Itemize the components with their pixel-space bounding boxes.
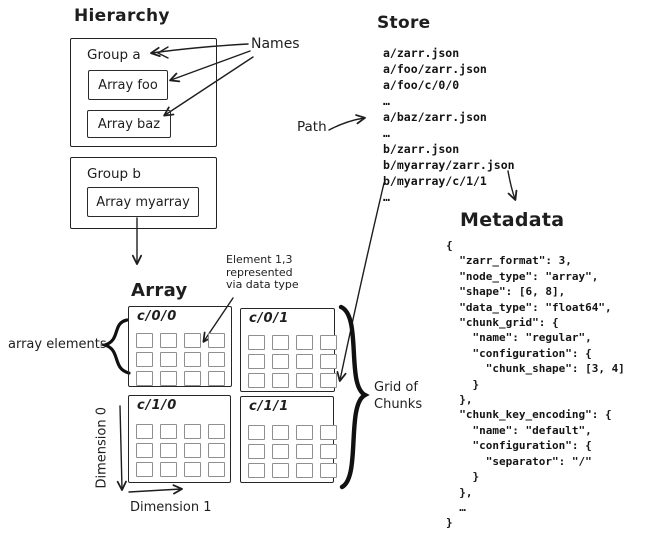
metadata-json-block: { "zarr_format": 3, "node_type": "array"… — [446, 239, 625, 530]
array-foo-label: Array foo — [98, 77, 158, 93]
array-element-cell — [208, 352, 225, 367]
chunk-c-1-0: c/1/0 — [128, 395, 231, 483]
array-element-cell — [208, 462, 225, 477]
store-title: Store — [377, 13, 431, 33]
array-element-cell — [184, 352, 201, 367]
arrow-dimension-1 — [128, 484, 183, 495]
array-element-cell — [136, 352, 153, 367]
array-element-cell — [160, 462, 177, 477]
array-title: Array — [131, 280, 188, 301]
chunk-c-0-1: c/0/1 — [240, 308, 337, 392]
array-element-cell — [272, 444, 289, 459]
arrow-path-to-store — [328, 114, 366, 131]
array-element-cell — [320, 463, 337, 478]
array-foo-node: Array foo — [88, 70, 168, 100]
array-element-cell — [184, 424, 201, 439]
array-element-cell — [248, 444, 265, 459]
group-a-box: Group a — [70, 38, 217, 147]
element-note: Element 1,3 represented via data type — [226, 253, 299, 291]
group-a-label: Group a — [87, 47, 141, 63]
array-element-cell — [320, 335, 337, 350]
chunk-c-1-0-label: c/1/0 — [137, 398, 178, 413]
chunk-c-0-0-label: c/0/0 — [137, 309, 178, 324]
array-element-cell — [136, 371, 153, 386]
store-entries-list: a/zarr.json a/foo/zarr.json a/foo/c/0/0 … — [383, 46, 515, 204]
array-element-cell — [208, 443, 225, 458]
array-element-cell — [184, 371, 201, 386]
chunk-c-1-1-elements — [248, 425, 337, 478]
array-baz-label: Array baz — [97, 116, 161, 132]
array-element-cell — [208, 371, 225, 386]
array-element-cell — [296, 335, 313, 350]
array-element-cell — [320, 425, 337, 440]
names-label: Names — [251, 36, 300, 52]
group-b-label: Group b — [87, 166, 141, 182]
chunk-c-0-1-label: c/0/1 — [249, 311, 290, 326]
array-elements-label: array elements — [8, 337, 107, 352]
array-element-cell — [296, 444, 313, 459]
chunk-c-1-1-label: c/1/1 — [249, 399, 290, 414]
array-element-cell — [208, 333, 225, 348]
dimension-1-label: Dimension 1 — [130, 500, 212, 515]
array-element-cell — [184, 443, 201, 458]
array-element-cell — [296, 373, 313, 388]
metadata-title: Metadata — [460, 209, 565, 231]
array-element-cell — [160, 371, 177, 386]
array-baz-node: Array baz — [87, 110, 171, 138]
hierarchy-title: Hierarchy — [74, 6, 170, 26]
array-element-cell — [136, 443, 153, 458]
array-myarray-node: Array myarray — [87, 187, 199, 217]
array-element-cell — [272, 335, 289, 350]
chunk-c-0-0-elements — [136, 333, 225, 386]
path-label: Path — [297, 119, 327, 135]
array-element-cell — [272, 463, 289, 478]
chunk-c-1-0-elements — [136, 424, 225, 477]
array-element-cell — [248, 463, 265, 478]
array-element-cell — [320, 373, 337, 388]
group-b-box: Group b — [70, 157, 217, 229]
array-element-cell — [136, 333, 153, 348]
dimension-0-label: Dimension 0 — [94, 406, 110, 489]
array-element-cell — [136, 424, 153, 439]
chunk-c-0-1-elements — [248, 335, 337, 388]
array-element-cell — [248, 425, 265, 440]
array-element-cell — [248, 373, 265, 388]
grid-of-chunks-brace — [338, 304, 370, 490]
arrow-dimension-0 — [116, 405, 127, 491]
array-element-cell — [160, 443, 177, 458]
array-element-cell — [320, 354, 337, 369]
array-myarray-label: Array myarray — [96, 194, 190, 210]
array-element-cell — [160, 333, 177, 348]
array-element-cell — [272, 373, 289, 388]
array-element-cell — [208, 424, 225, 439]
chunk-c-0-0: c/0/0 — [128, 306, 232, 387]
array-element-cell — [136, 462, 153, 477]
chunk-c-1-1: c/1/1 — [240, 396, 337, 483]
array-element-cell — [248, 335, 265, 350]
array-elements-brace — [99, 318, 131, 375]
array-element-cell — [160, 352, 177, 367]
arrow-store-to-chunk — [336, 182, 385, 382]
array-element-cell — [320, 444, 337, 459]
array-element-cell — [296, 425, 313, 440]
array-element-cell — [296, 354, 313, 369]
array-element-cell — [184, 462, 201, 477]
array-element-cell — [272, 425, 289, 440]
array-element-cell — [184, 333, 201, 348]
array-element-cell — [248, 354, 265, 369]
array-element-cell — [160, 424, 177, 439]
array-element-cell — [272, 354, 289, 369]
array-element-cell — [296, 463, 313, 478]
grid-of-chunks-label: Grid of Chunks — [374, 380, 423, 412]
